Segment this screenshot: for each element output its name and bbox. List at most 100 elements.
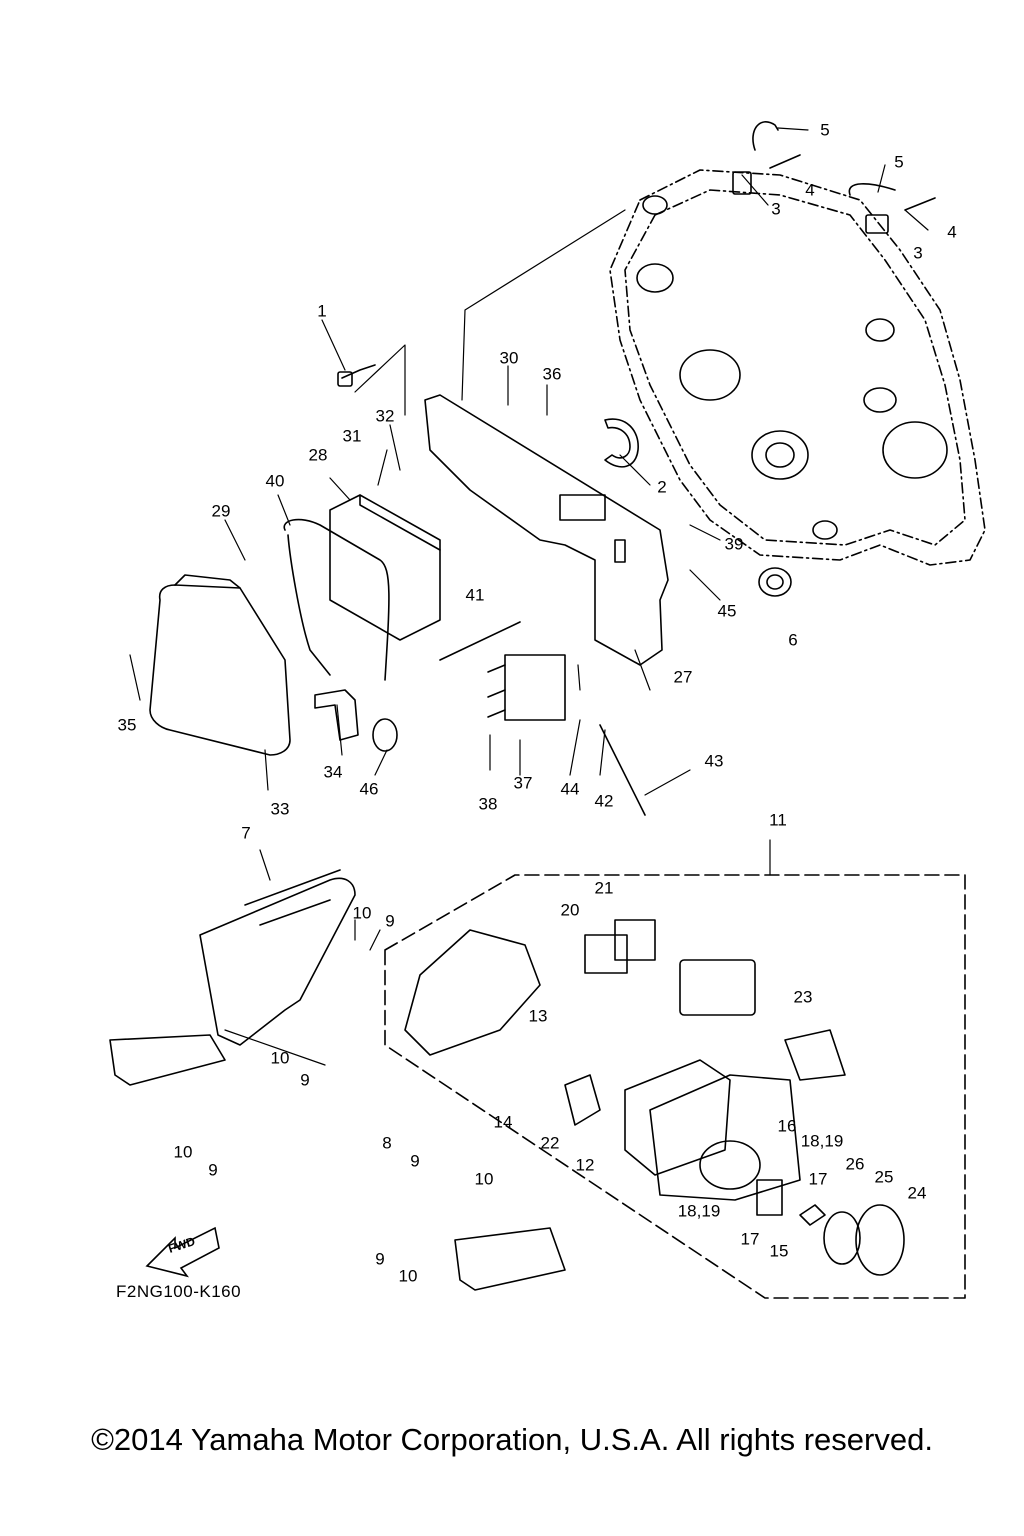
part-23-sensor xyxy=(784,1029,846,1081)
callout-7: 7 xyxy=(241,823,251,843)
callout-13: 13 xyxy=(528,1006,548,1026)
callout-40: 40 xyxy=(265,471,285,491)
callout-29: 29 xyxy=(211,501,231,521)
plate-boss-1 xyxy=(642,195,668,215)
callout-32: 32 xyxy=(375,406,395,426)
callout-2: 2 xyxy=(657,477,667,497)
callout-25: 25 xyxy=(874,1167,894,1187)
part-40-cable xyxy=(283,518,390,681)
part-11-case xyxy=(649,1074,801,1201)
callout-16: 16 xyxy=(777,1116,797,1136)
part-11-sub-plate xyxy=(404,929,541,1056)
callout-31: 31 xyxy=(342,426,362,446)
callout-37: 37 xyxy=(513,773,533,793)
part-34-grommet xyxy=(314,689,359,741)
callout-45: 45 xyxy=(717,601,737,621)
callout-1: 1 xyxy=(317,301,327,321)
plate-boss-3 xyxy=(865,318,895,342)
part-3-clamp-b xyxy=(865,214,889,234)
callout-35: 35 xyxy=(117,715,137,735)
callout-10b: 10 xyxy=(270,1048,290,1068)
part-41-screw xyxy=(439,621,521,661)
callout-10d: 10 xyxy=(474,1169,494,1189)
callout-10a: 10 xyxy=(352,903,372,923)
callout-17b: 17 xyxy=(740,1229,760,1249)
callout-33: 33 xyxy=(270,799,290,819)
part-37-rectifier xyxy=(504,654,566,721)
callout-3b: 3 xyxy=(913,243,923,263)
callout-41: 41 xyxy=(465,585,485,605)
part-4-pin-a xyxy=(769,154,801,169)
callout-10c: 10 xyxy=(173,1142,193,1162)
part-7-plate xyxy=(199,877,356,1046)
callout-15: 15 xyxy=(769,1241,789,1261)
callout-6: 6 xyxy=(788,630,798,650)
callout-42: 42 xyxy=(594,791,614,811)
callout-4b: 4 xyxy=(947,222,957,242)
part-15-terminal-block xyxy=(756,1179,783,1216)
callout-28: 28 xyxy=(308,445,328,465)
part-22-connector xyxy=(564,1074,601,1126)
callout-17a: 17 xyxy=(808,1169,828,1189)
leader-lines xyxy=(129,127,929,1066)
copyright-text: ©2014 Yamaha Motor Corporation, U.S.A. A… xyxy=(91,1422,933,1457)
callout-38: 38 xyxy=(478,794,498,814)
part-26-o-ring xyxy=(799,1204,826,1226)
plate-boss-2 xyxy=(636,263,674,293)
callout-9a: 9 xyxy=(385,911,395,931)
callout-23: 23 xyxy=(793,987,813,1007)
callout-14: 14 xyxy=(493,1112,513,1132)
part-33-cover xyxy=(149,584,291,756)
drawing-code: F2NG100-K160 xyxy=(116,1282,242,1301)
part-1-bolt xyxy=(341,364,376,379)
part-43-cable-tie xyxy=(599,724,646,816)
plate-hub-inner xyxy=(765,442,795,468)
callout-1819a: 18,19 xyxy=(800,1131,844,1151)
callout-34: 34 xyxy=(323,762,343,782)
plate-hole-large-1 xyxy=(679,349,741,401)
callout-46: 46 xyxy=(359,779,379,799)
part-5-band-b xyxy=(848,183,896,196)
part-4-pin-b xyxy=(904,197,936,211)
callout-21: 21 xyxy=(594,878,614,898)
callout-4a: 4 xyxy=(805,180,815,200)
callout-8: 8 xyxy=(382,1133,392,1153)
callout-9d: 9 xyxy=(410,1151,420,1171)
lower-bracket-a xyxy=(109,1034,226,1086)
callout-44: 44 xyxy=(560,779,580,799)
bracket-window xyxy=(559,494,606,521)
part-11-box-outline xyxy=(384,874,966,1299)
part-24-cap xyxy=(855,1204,905,1276)
part-20-relay xyxy=(584,934,628,974)
part-6-grommet xyxy=(758,567,792,597)
fwd-label: FWD xyxy=(166,1234,197,1256)
lower-bracket-b xyxy=(454,1227,566,1291)
fwd-label-container: FWD xyxy=(144,1220,224,1280)
callout-10e: 10 xyxy=(398,1266,418,1286)
case-port xyxy=(699,1140,761,1190)
part-3-clamp-a xyxy=(732,171,752,195)
callout-20: 20 xyxy=(560,900,580,920)
plate-boss-5 xyxy=(812,520,838,540)
callout-39: 39 xyxy=(724,534,744,554)
callout-43: 43 xyxy=(704,751,724,771)
housing-plate-outline xyxy=(609,169,986,566)
part-25-ring xyxy=(823,1211,861,1265)
callout-3a: 3 xyxy=(771,199,781,219)
fwd-arrow-icon xyxy=(145,1226,220,1278)
callout-9b: 9 xyxy=(300,1070,310,1090)
part-46-clamp xyxy=(372,718,398,752)
callout-9e: 9 xyxy=(375,1249,385,1269)
part-5-band-a xyxy=(752,121,779,151)
plate-hub xyxy=(751,430,809,480)
callout-5b: 5 xyxy=(894,152,904,172)
callout-11: 11 xyxy=(769,810,787,830)
part-27-bracket xyxy=(424,394,669,666)
callout-27: 27 xyxy=(673,667,693,687)
callout-26: 26 xyxy=(845,1154,865,1174)
part-12-gasket xyxy=(624,1059,731,1176)
callout-9c: 9 xyxy=(208,1160,218,1180)
part-21-relay xyxy=(614,919,656,961)
callout-30: 30 xyxy=(499,348,519,368)
